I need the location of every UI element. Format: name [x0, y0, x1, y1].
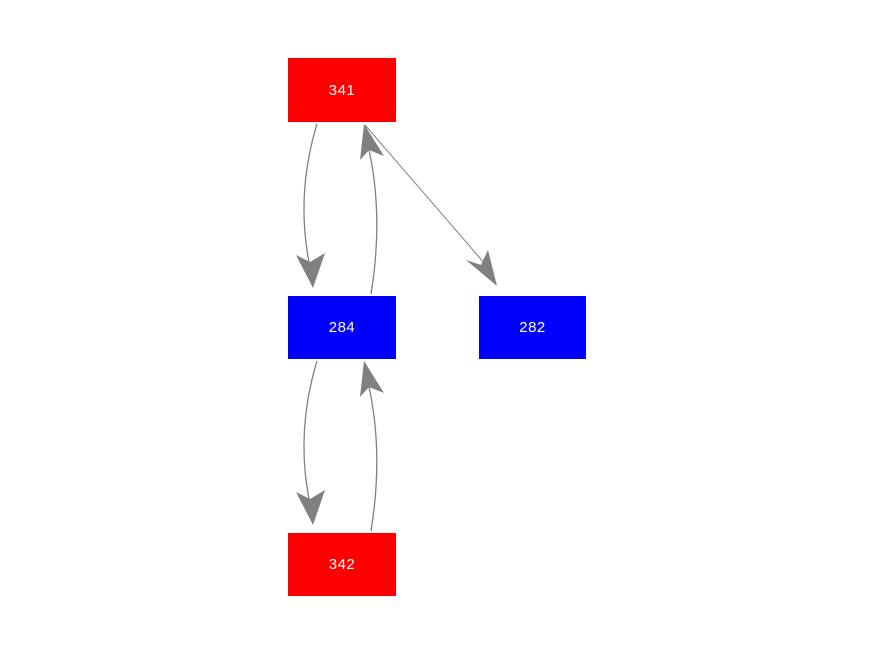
graph-node-342[interactable]: 342: [288, 533, 396, 596]
graph-node-284-label: 284: [328, 319, 356, 336]
graph-node-341-label: 341: [328, 81, 356, 99]
graph-node-342-label: 342: [328, 556, 356, 573]
edge-341-284: [296, 123, 325, 288]
edge-284-342-line: [303, 360, 318, 500]
edge-341-284-arrowhead: [296, 253, 325, 288]
edge-342-284: [360, 361, 384, 532]
edge-284-341: [360, 124, 384, 295]
edge-342-284-line: [368, 386, 378, 532]
edge-284-342-arrowhead: [296, 490, 325, 525]
edge-341-282: [364, 124, 497, 286]
edge-341-282-line: [364, 124, 493, 273]
edge-284-341-line: [368, 149, 378, 295]
edge-284-341-arrowhead: [360, 124, 384, 160]
graph-node-341[interactable]: 341: [288, 58, 396, 122]
graph-node-282[interactable]: 282: [479, 296, 586, 359]
graph-node-284[interactable]: 284: [288, 296, 396, 359]
edge-341-282-arrowhead: [466, 250, 497, 286]
edge-284-342: [296, 360, 325, 525]
edge-342-284-arrowhead: [360, 361, 384, 397]
graph-node-282-label: 282: [519, 319, 546, 336]
edge-341-284-line: [303, 123, 318, 263]
